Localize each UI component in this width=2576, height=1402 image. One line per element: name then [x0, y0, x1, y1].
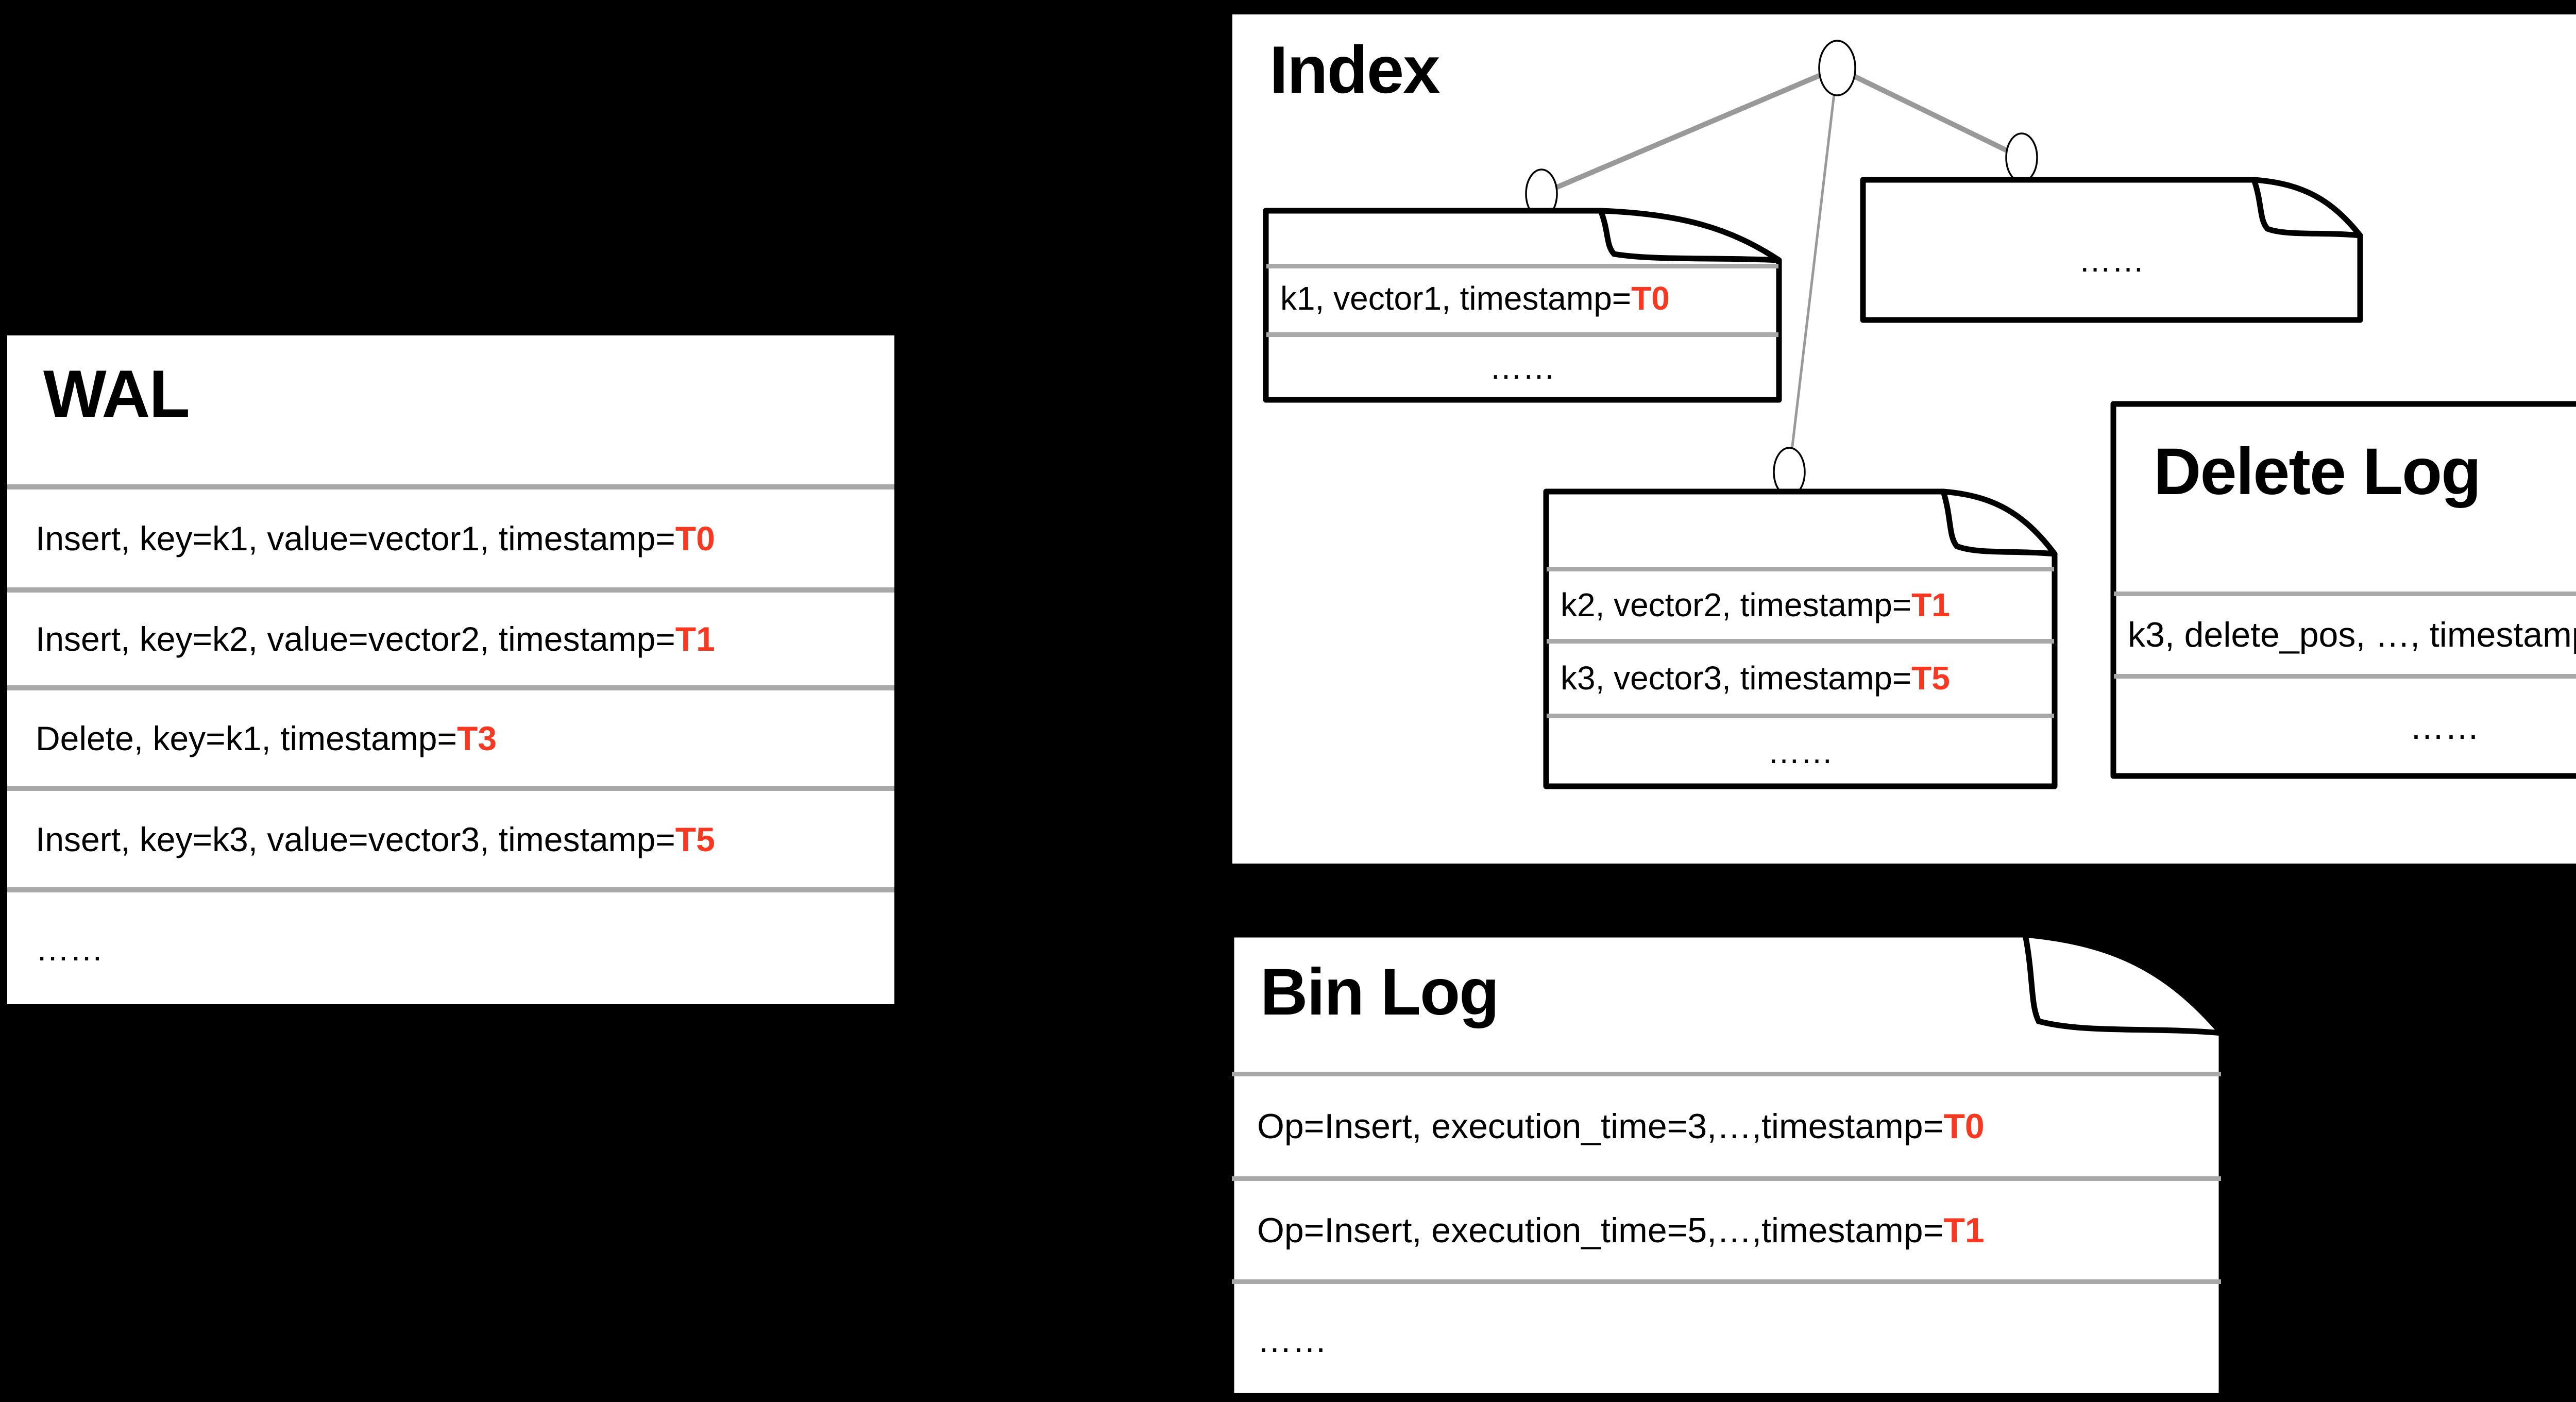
- segment-row-text: k3, vector3, timestamp=: [1561, 660, 1912, 697]
- tree-node-root: [1818, 40, 1856, 96]
- timestamp-value: T1: [1911, 586, 1950, 623]
- wal-row: Delete, key=k1, timestamp=T3: [7, 690, 894, 786]
- segment-row-text: ……: [1767, 733, 1834, 770]
- timestamp-value: T0: [1943, 1107, 1985, 1146]
- segment-row: ……: [1861, 198, 2362, 322]
- wal-title: WAL: [43, 356, 190, 431]
- divider: [1547, 567, 2054, 571]
- bin-log-row-text: Op=Insert, execution_time=5,…,timestamp=: [1257, 1210, 1944, 1250]
- segment-doc-k1: k1, vector1, timestamp=T0 ……: [1263, 208, 1782, 403]
- delete-log-title: Delete Log: [2154, 435, 2481, 509]
- segment-row: ……: [1544, 717, 2057, 786]
- segment-row: k1, vector1, timestamp=T0: [1264, 268, 1781, 328]
- delete-log-row-text: k3, delete_pos, …, timestamp=: [2128, 615, 2576, 654]
- segment-row: k2, vector2, timestamp=T1: [1544, 570, 2057, 639]
- divider: [2114, 592, 2576, 596]
- bin-log-row-text: Op=Insert, execution_time=3,…,timestamp=: [1257, 1107, 1944, 1146]
- bin-log-row-text: ……: [1257, 1320, 1327, 1360]
- timestamp-value: T1: [675, 620, 715, 658]
- index-panel: Index k1, vector1, timestamp=T0 ……: [1232, 14, 2576, 864]
- wal-row-text: Delete, key=k1, timestamp=: [36, 719, 457, 757]
- delete-log-doc: Delete Log k3, delete_pos, …, timestamp=…: [2110, 401, 2576, 779]
- index-tree: [1525, 40, 2038, 497]
- divider: [1547, 639, 2054, 644]
- document-shape: [2110, 401, 2576, 779]
- tree-edge-root-middle: [1788, 67, 1839, 472]
- timestamp-value: T1: [1943, 1210, 1985, 1250]
- timestamp-value: T5: [675, 820, 715, 858]
- segment-row-text: ……: [1489, 349, 1555, 386]
- document-shape: [1860, 177, 2363, 323]
- divider: [7, 685, 894, 690]
- wal-row: ……: [7, 892, 894, 1004]
- wal-row: Insert, key=k2, value=vector2, timestamp…: [7, 593, 894, 685]
- wal-row: Insert, key=k1, value=vector1, timestamp…: [7, 489, 894, 587]
- delete-log-row: ……: [2111, 678, 2576, 776]
- wal-row-text: Insert, key=k1, value=vector1, timestamp…: [36, 519, 675, 558]
- bin-log-doc: Bin Log Op=Insert, execution_time=3,…,ti…: [1228, 932, 2225, 1399]
- tree-edge-root-left: [1540, 65, 1838, 196]
- timestamp-value: T5: [1911, 660, 1950, 697]
- divider: [1232, 1279, 2221, 1284]
- document-shape: [1263, 208, 1782, 403]
- bin-log-row: Op=Insert, execution_time=3,…,timestamp=…: [1229, 1076, 2224, 1176]
- wal-row-text: ……: [36, 929, 104, 968]
- divider: [1266, 332, 1778, 337]
- divider: [7, 484, 894, 489]
- segment-doc-k2-k3: k2, vector2, timestamp=T1 k3, vector3, t…: [1543, 488, 2058, 789]
- tree-node-right: [2005, 132, 2038, 183]
- bin-log-row: ……: [1229, 1284, 2224, 1396]
- bin-log-title: Bin Log: [1260, 955, 1499, 1029]
- divider: [1547, 714, 2054, 718]
- divider: [7, 786, 894, 791]
- delete-log-row-text: ……: [2410, 707, 2480, 747]
- wal-box: WAL Insert, key=k1, value=vector1, times…: [4, 332, 897, 1007]
- wal-row: Insert, key=k3, value=vector3, timestamp…: [7, 791, 894, 887]
- segment-row-text: k1, vector1, timestamp=: [1280, 279, 1632, 317]
- wal-row-text: Insert, key=k3, value=vector3, timestamp…: [36, 820, 675, 858]
- segment-row-text: k2, vector2, timestamp=: [1561, 586, 1912, 623]
- divider: [7, 587, 894, 593]
- timestamp-value: T0: [675, 519, 715, 558]
- wal-row-text: Insert, key=k2, value=vector2, timestamp…: [36, 620, 675, 658]
- bin-log-row: Op=Insert, execution_time=5,…,timestamp=…: [1229, 1181, 2224, 1279]
- segment-row: ……: [1264, 337, 1781, 398]
- segment-row-text: ……: [2078, 242, 2145, 279]
- tree-edge-root-right: [1836, 65, 2023, 160]
- segment-doc-ellipsis: ……: [1860, 177, 2363, 323]
- timestamp-value: T3: [457, 719, 497, 757]
- timestamp-value: T0: [1631, 279, 1670, 317]
- delete-log-row: k3, delete_pos, …, timestamp=T3: [2111, 595, 2576, 674]
- divider: [2114, 674, 2576, 679]
- divider: [1266, 264, 1778, 268]
- divider: [7, 887, 894, 892]
- index-title: Index: [1269, 32, 1440, 107]
- divider: [1232, 1176, 2221, 1181]
- divider: [1232, 1072, 2221, 1076]
- segment-row: k3, vector3, timestamp=T5: [1544, 643, 2057, 714]
